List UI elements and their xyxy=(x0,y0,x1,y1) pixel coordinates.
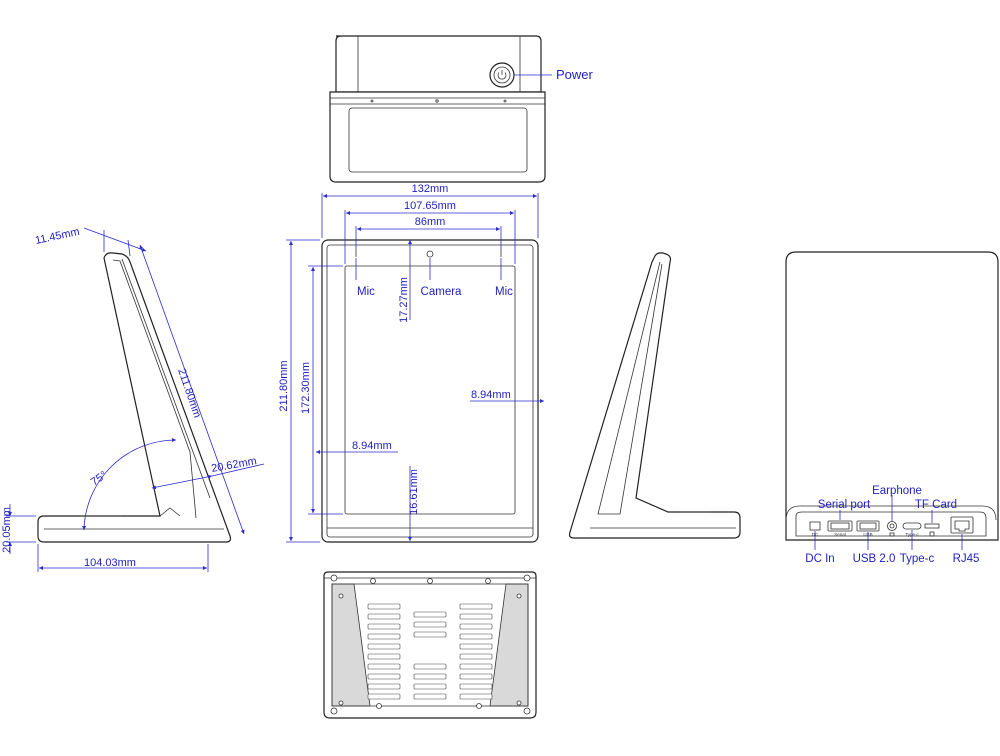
bottom-bezel-label: 16.61mm xyxy=(408,469,420,515)
vent-slot xyxy=(459,663,493,670)
vent-slot xyxy=(459,683,493,690)
vent-slot xyxy=(413,621,447,628)
width-display-label: 107.65mm xyxy=(404,200,456,212)
tf-card-label: TF Card xyxy=(915,499,957,511)
vent-slot xyxy=(413,663,447,670)
top-view: Power xyxy=(329,35,594,183)
left-side-view: 11.45mm 211.80mm 20.62mm 75° 20.05mm 104… xyxy=(1,226,265,572)
vent-slot xyxy=(459,643,493,650)
vent-slot xyxy=(459,623,493,630)
rj45-port xyxy=(950,516,974,534)
left-bezel-label: 8.94mm xyxy=(352,440,392,452)
serial-port-label: Serial port xyxy=(818,499,871,511)
vent-slot xyxy=(413,611,447,618)
vent-grille xyxy=(367,603,493,700)
serial-port: Serial xyxy=(827,520,853,537)
base-depth-label: 104.03mm xyxy=(84,557,136,569)
power-icon xyxy=(497,70,507,80)
vent-slot xyxy=(459,653,493,660)
mic-left-label: Mic xyxy=(357,286,375,298)
rj45-label: RJ45 xyxy=(953,553,980,565)
vent-slot xyxy=(459,673,493,680)
serial-port-mark: Serial xyxy=(834,532,846,537)
vent-slot xyxy=(367,643,401,650)
base-height-label: 20.05mm xyxy=(1,507,13,553)
vent-slot xyxy=(367,653,401,660)
vent-slot xyxy=(367,623,401,630)
mic-right-label: Mic xyxy=(495,286,513,298)
height-display-label: 172.30mm xyxy=(300,362,312,414)
right-side-view xyxy=(568,252,741,539)
lower-thickness-label: 20.62mm xyxy=(210,455,257,475)
vent-slot xyxy=(367,663,401,670)
power-button xyxy=(489,62,515,88)
top-bezel-label: 17.27mm xyxy=(398,277,410,323)
vent-slot xyxy=(367,633,401,640)
right-bezel-label: 8.94mm xyxy=(471,389,511,401)
camera-dot xyxy=(426,250,434,258)
earphone-port xyxy=(887,521,897,537)
vent-slot xyxy=(413,693,447,700)
front-view: 132mm 107.65mm 86mm 211.80mm 172.30mm 17… xyxy=(278,183,544,543)
vent-slot xyxy=(367,613,401,620)
earphone-label: Earphone xyxy=(872,485,922,497)
vent-slot xyxy=(413,631,447,638)
usb-label: USB 2.0 xyxy=(853,553,896,565)
height-total-label: 211.80mm xyxy=(278,360,290,411)
back-view: DC Serial USB Type-c xyxy=(785,251,999,565)
vent-slot xyxy=(413,683,447,690)
top-thickness-label: 11.45mm xyxy=(34,226,81,247)
vent-slot xyxy=(413,673,447,680)
dc-in-label: DC In xyxy=(805,553,834,565)
vent-slot xyxy=(459,613,493,620)
vent-slot xyxy=(367,683,401,690)
tf-card-slot xyxy=(924,523,940,537)
vent-slot xyxy=(367,673,401,680)
vent-slot xyxy=(459,633,493,640)
bottom-view xyxy=(323,571,537,719)
power-label: Power xyxy=(556,67,594,82)
vent-slot xyxy=(459,603,493,610)
vent-slot xyxy=(367,693,401,700)
vent-slot xyxy=(459,693,493,700)
camera-label: Camera xyxy=(421,286,463,298)
vent-slot xyxy=(367,603,401,610)
width-total-label: 132mm xyxy=(412,183,449,195)
width-mics-label: 86mm xyxy=(415,216,446,228)
type-c-label: Type-c xyxy=(900,553,935,565)
